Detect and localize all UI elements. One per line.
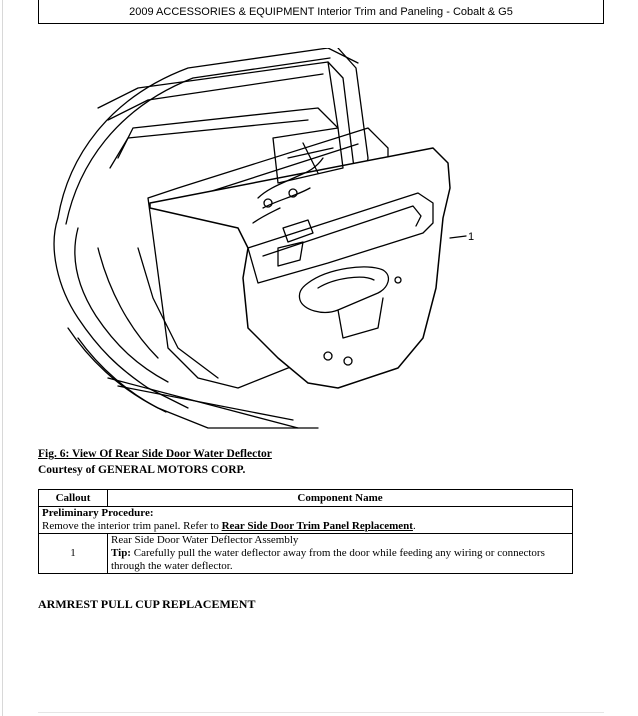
preliminary-end: .	[412, 520, 416, 532]
tip-label: Tip:	[111, 547, 131, 559]
page-header: 2009 ACCESSORIES & EQUIPMENT Interior Tr…	[38, 0, 604, 24]
row-component: Rear Side Door Water Deflector Assembly …	[107, 533, 573, 574]
caption-courtesy: Courtesy of GENERAL MOTORS CORP.	[38, 464, 246, 476]
preliminary-cell: Preliminary Procedure: Remove the interi…	[38, 506, 573, 534]
figure-caption: Fig. 6: View Of Rear Side Door Water Def…	[38, 446, 272, 478]
trim-panel-replacement-link[interactable]: Rear Side Door Trim Panel Replacement	[221, 520, 413, 532]
page-edge	[2, 0, 3, 716]
preliminary-text: Remove the interior trim panel. Refer to	[42, 520, 222, 532]
table-row: 1 Rear Side Door Water Deflector Assembl…	[38, 533, 573, 574]
header-title: 2009 ACCESSORIES & EQUIPMENT Interior Tr…	[129, 5, 513, 18]
callout-label: 1	[468, 231, 474, 243]
row-callout: 1	[38, 533, 108, 574]
header-component-name: Component Name	[107, 489, 573, 507]
header-callout: Callout	[38, 489, 108, 507]
door-water-deflector-figure: 1	[53, 48, 474, 429]
callout-table: Callout Component Name Preliminary Proce…	[38, 489, 573, 574]
section-heading: ARMREST PULL CUP REPLACEMENT	[38, 597, 256, 611]
preliminary-label: Preliminary Procedure:	[42, 507, 154, 519]
component-name: Rear Side Door Water Deflector Assembly	[111, 534, 299, 546]
caption-title: Fig. 6: View Of Rear Side Door Water Def…	[38, 448, 272, 460]
tip-text: Carefully pull the water deflector away …	[111, 547, 545, 572]
footer-rule	[38, 712, 604, 713]
preliminary-row: Preliminary Procedure: Remove the interi…	[38, 506, 573, 534]
table-header-row: Callout Component Name	[38, 489, 573, 507]
